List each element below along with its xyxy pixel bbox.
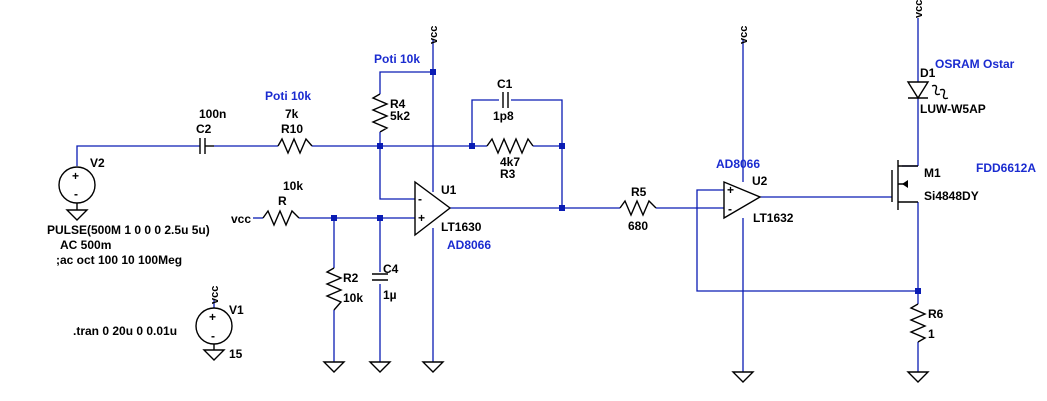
r10-ref: R10 [281, 122, 303, 136]
pin-plus: + [72, 169, 79, 183]
ground-icon [906, 371, 930, 383]
d1-ref: D1 [920, 66, 936, 80]
v2-line2: AC 500m [60, 238, 111, 252]
wire-c1-right [511, 99, 563, 208]
r2-value: 10k [343, 291, 363, 305]
v2-ref: V2 [90, 156, 105, 170]
ground-icon [421, 361, 445, 373]
c4-ref: C4 [383, 262, 399, 276]
pin-minus: - [418, 192, 422, 206]
led-d1[interactable] [906, 81, 949, 100]
r2-ref: R2 [343, 271, 359, 285]
vcc-input-label: vcc [231, 212, 251, 226]
c2-ref: C2 [196, 122, 212, 136]
ground-icon [731, 371, 755, 383]
r5-ref: R5 [631, 185, 647, 199]
r5-value: 680 [628, 219, 648, 233]
d1-part: LUW-W5AP [920, 102, 986, 116]
resistor-r4[interactable] [371, 93, 389, 146]
junctions [331, 69, 921, 294]
wire-r4-top [379, 71, 433, 94]
v1-ref: V1 [229, 303, 244, 317]
resistor-r3[interactable] [486, 137, 534, 155]
junction-dot [559, 205, 565, 211]
vcc-flag-v1: vcc [209, 286, 221, 304]
v1-value: 15 [229, 347, 243, 361]
u1-note: AD8066 [447, 238, 491, 252]
junction-dot [331, 215, 337, 221]
m1-note: FDD6612A [976, 161, 1036, 175]
c1-value: 1p8 [493, 109, 514, 123]
r4-value: 5k2 [390, 109, 410, 123]
m1-ref: M1 [924, 166, 941, 180]
vcc-flag-led: vcc [913, 0, 925, 18]
r10-value: 7k [285, 107, 299, 121]
v2-line1: PULSE(500M 1 0 0 0 2.5u 5u) [47, 223, 210, 237]
c4-value: 1µ [383, 288, 397, 302]
m1-part: Si4848DY [924, 189, 979, 203]
tran-directive: .tran 0 20u 0 0.01u [73, 324, 177, 338]
v2-line3: ;ac oct 100 10 100Meg [56, 253, 182, 267]
capacitor-c1[interactable] [502, 92, 509, 108]
resistor-r10[interactable] [277, 137, 313, 155]
r3-value: 4k7 [500, 155, 520, 169]
junction-dot [430, 69, 436, 75]
resistor-r5[interactable] [619, 199, 657, 217]
capacitor-c2[interactable] [199, 138, 214, 154]
r10-note: Poti 10k [265, 89, 311, 103]
u2-ref: U2 [752, 174, 768, 188]
c1-ref: C1 [497, 77, 513, 91]
junction-dot [559, 143, 565, 149]
resistor-r2[interactable] [325, 267, 343, 311]
r6-value: 1 [928, 327, 935, 341]
wire-u2-feedback [696, 189, 918, 292]
pin-plus: + [209, 310, 216, 324]
wire-inv-input [379, 146, 415, 200]
pin-minus: - [74, 187, 78, 201]
r-value: 10k [283, 179, 303, 193]
c2-value: 100n [199, 107, 226, 121]
r4-note: Poti 10k [374, 52, 420, 66]
vcc-flag-u1: vcc [428, 26, 440, 44]
source-v1[interactable]: + - [195, 307, 233, 361]
mosfet-m1[interactable] [891, 160, 918, 210]
junction-dot [469, 143, 475, 149]
pin-plus: + [727, 183, 734, 197]
u2-part: LT1632 [753, 211, 794, 225]
u1-ref: U1 [441, 183, 457, 197]
wires [76, 18, 919, 372]
ground-symbols [322, 361, 930, 383]
r-ref: R [278, 194, 287, 208]
capacitor-c4[interactable] [372, 273, 388, 281]
pin-minus: - [211, 329, 215, 343]
r6-ref: R6 [928, 307, 944, 321]
resistor-r6[interactable] [909, 303, 927, 343]
ground-icon [322, 361, 346, 373]
wire-c1-left [471, 99, 499, 146]
vcc-flag-u2: vcc [738, 26, 750, 44]
opamp-u1[interactable]: - + [414, 180, 452, 237]
junction-dot [377, 215, 383, 221]
ground-icon [368, 361, 392, 373]
u2-note: AD8066 [716, 157, 760, 171]
d1-note: OSRAM Ostar [935, 57, 1015, 71]
pin-plus: + [418, 211, 425, 225]
wire-v2-c2 [76, 145, 200, 166]
opamp-u2[interactable]: + - [723, 180, 762, 220]
resistor-r[interactable] [262, 209, 300, 227]
junction-dot [915, 288, 921, 294]
r4-ref: R4 [390, 97, 406, 111]
pin-minus: - [728, 202, 732, 216]
source-v2[interactable]: + - [58, 166, 96, 221]
u1-part: LT1630 [441, 220, 482, 234]
r3-ref: R3 [500, 167, 516, 181]
